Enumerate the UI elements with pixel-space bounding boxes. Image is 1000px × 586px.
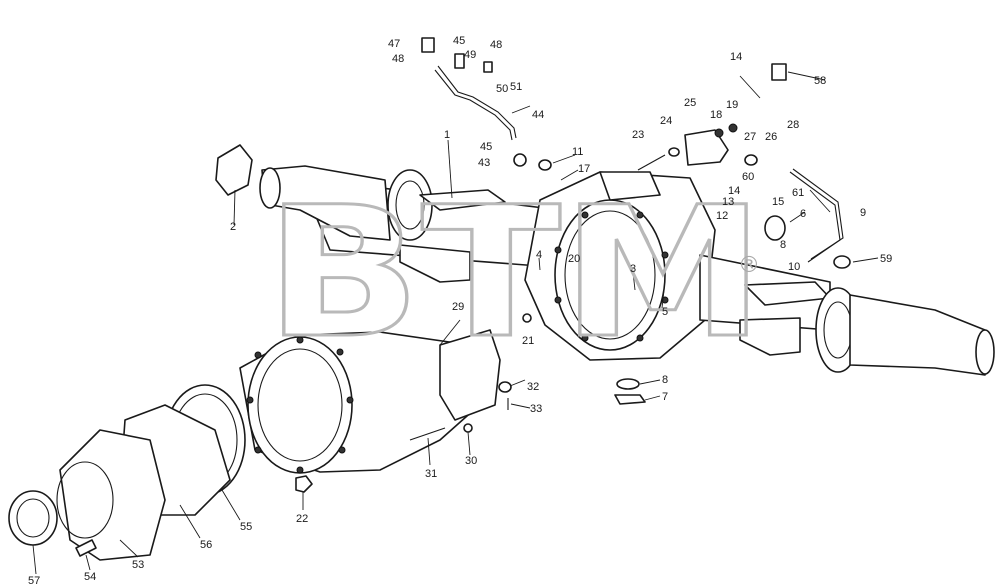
- housing-top-boss: [599, 171, 661, 201]
- callout-45b: 45: [480, 141, 492, 153]
- callout-47: 47: [388, 38, 400, 50]
- nut-30: [463, 423, 473, 433]
- callout-29: 29: [452, 301, 464, 313]
- stud-31: [409, 427, 446, 441]
- bearing-60: [684, 129, 729, 166]
- callout-14b: 14: [728, 185, 740, 197]
- breather-hose-44: [434, 69, 513, 141]
- callout-20: 20: [568, 253, 580, 265]
- callout-54: 54: [84, 571, 96, 583]
- callout-48a: 48: [392, 53, 404, 65]
- plug-21: [522, 313, 532, 323]
- washer-6: [764, 215, 786, 241]
- callout-48b: 48: [490, 39, 502, 51]
- callout-59: 59: [880, 253, 892, 265]
- callout-61: 61: [792, 187, 804, 199]
- bearing-cap: [439, 329, 501, 421]
- washer-8: [616, 378, 640, 390]
- spindle-left-end: [259, 167, 281, 209]
- cap-58: [771, 63, 787, 81]
- watermark-registered-mark: ®: [738, 253, 760, 278]
- mount-bracket-right: [739, 317, 801, 356]
- callout-49: 49: [464, 49, 476, 61]
- callout-10: 10: [788, 261, 800, 273]
- plug-59: [833, 255, 851, 269]
- callout-30: 30: [465, 455, 477, 467]
- callout-28: 28: [787, 119, 799, 131]
- callout-5: 5: [662, 306, 668, 318]
- callout-44: 44: [532, 109, 544, 121]
- callout-19: 19: [726, 99, 738, 111]
- nut-19: [728, 123, 738, 133]
- wheel-nut-ring-2: [215, 144, 253, 196]
- callout-17: 17: [578, 163, 590, 175]
- callout-23: 23: [632, 129, 644, 141]
- callout-21: 21: [522, 335, 534, 347]
- spring-pad-left: [419, 189, 506, 211]
- callout-8b: 8: [780, 239, 786, 251]
- callout-11: 11: [572, 146, 583, 158]
- watermark: BTM ®: [264, 168, 767, 380]
- spindle-right-end: [975, 329, 995, 375]
- small-parts: [215, 37, 851, 493]
- callout-15: 15: [772, 196, 784, 208]
- bolt-54: [75, 539, 97, 557]
- callout-27: 27: [744, 131, 756, 143]
- callout-50: 50: [496, 83, 508, 95]
- rear-cover-stack: [8, 384, 246, 561]
- callout-24: 24: [660, 115, 672, 127]
- nut-22: [295, 475, 313, 493]
- pinion-nut-7: [614, 394, 646, 405]
- callout-labels: 1 2 3 4 5 6 7 8 8 9 10 11 12 13 14 14 15…: [28, 35, 892, 586]
- fitting-45: [454, 53, 465, 69]
- spindle-right: [849, 294, 986, 376]
- callout-2: 2: [230, 221, 236, 233]
- callout-12: 12: [716, 210, 728, 222]
- stud-23: [637, 154, 666, 171]
- callout-58: 58: [814, 75, 826, 87]
- fitting-48: [483, 61, 493, 73]
- callout-14a: 14: [730, 51, 742, 63]
- axle-housing-assembly: [259, 165, 995, 376]
- callout-13: 13: [722, 196, 734, 208]
- callout-25: 25: [684, 97, 696, 109]
- callout-60: 60: [742, 171, 754, 183]
- carrier-bolt-holes: [246, 336, 354, 474]
- callout-4: 4: [536, 249, 542, 261]
- bushing-24: [668, 147, 680, 157]
- callout-6: 6: [800, 208, 806, 220]
- callout-51: 51: [510, 81, 522, 93]
- nut-27: [744, 154, 758, 166]
- callout-31: 31: [425, 468, 437, 480]
- housing-bolt-holes: [554, 211, 669, 342]
- mount-bracket-left: [399, 244, 471, 283]
- callout-1: 1: [444, 129, 450, 141]
- callout-53: 53: [132, 559, 144, 571]
- fitting-47: [421, 37, 435, 53]
- callout-57: 57: [28, 575, 40, 586]
- callout-55: 55: [240, 521, 252, 533]
- nut-18: [714, 128, 724, 138]
- callout-8a: 8: [662, 374, 668, 386]
- nut-32: [498, 381, 512, 393]
- watermark-text: BTM: [265, 169, 765, 378]
- callout-43: 43: [478, 157, 490, 169]
- differential-carrier: [239, 329, 501, 474]
- callout-9: 9: [860, 207, 866, 219]
- fitting-11: [538, 159, 552, 171]
- callout-3: 3: [630, 263, 636, 275]
- fitting-43: [513, 153, 527, 167]
- callout-56: 56: [200, 539, 212, 551]
- callout-22: 22: [296, 513, 308, 525]
- leader-lines: [32, 71, 879, 575]
- callout-18: 18: [710, 109, 722, 121]
- callout-33: 33: [530, 403, 542, 415]
- callout-26: 26: [765, 131, 777, 143]
- callout-7: 7: [662, 391, 668, 403]
- callout-45a: 45: [453, 35, 465, 47]
- callout-32: 32: [527, 381, 539, 393]
